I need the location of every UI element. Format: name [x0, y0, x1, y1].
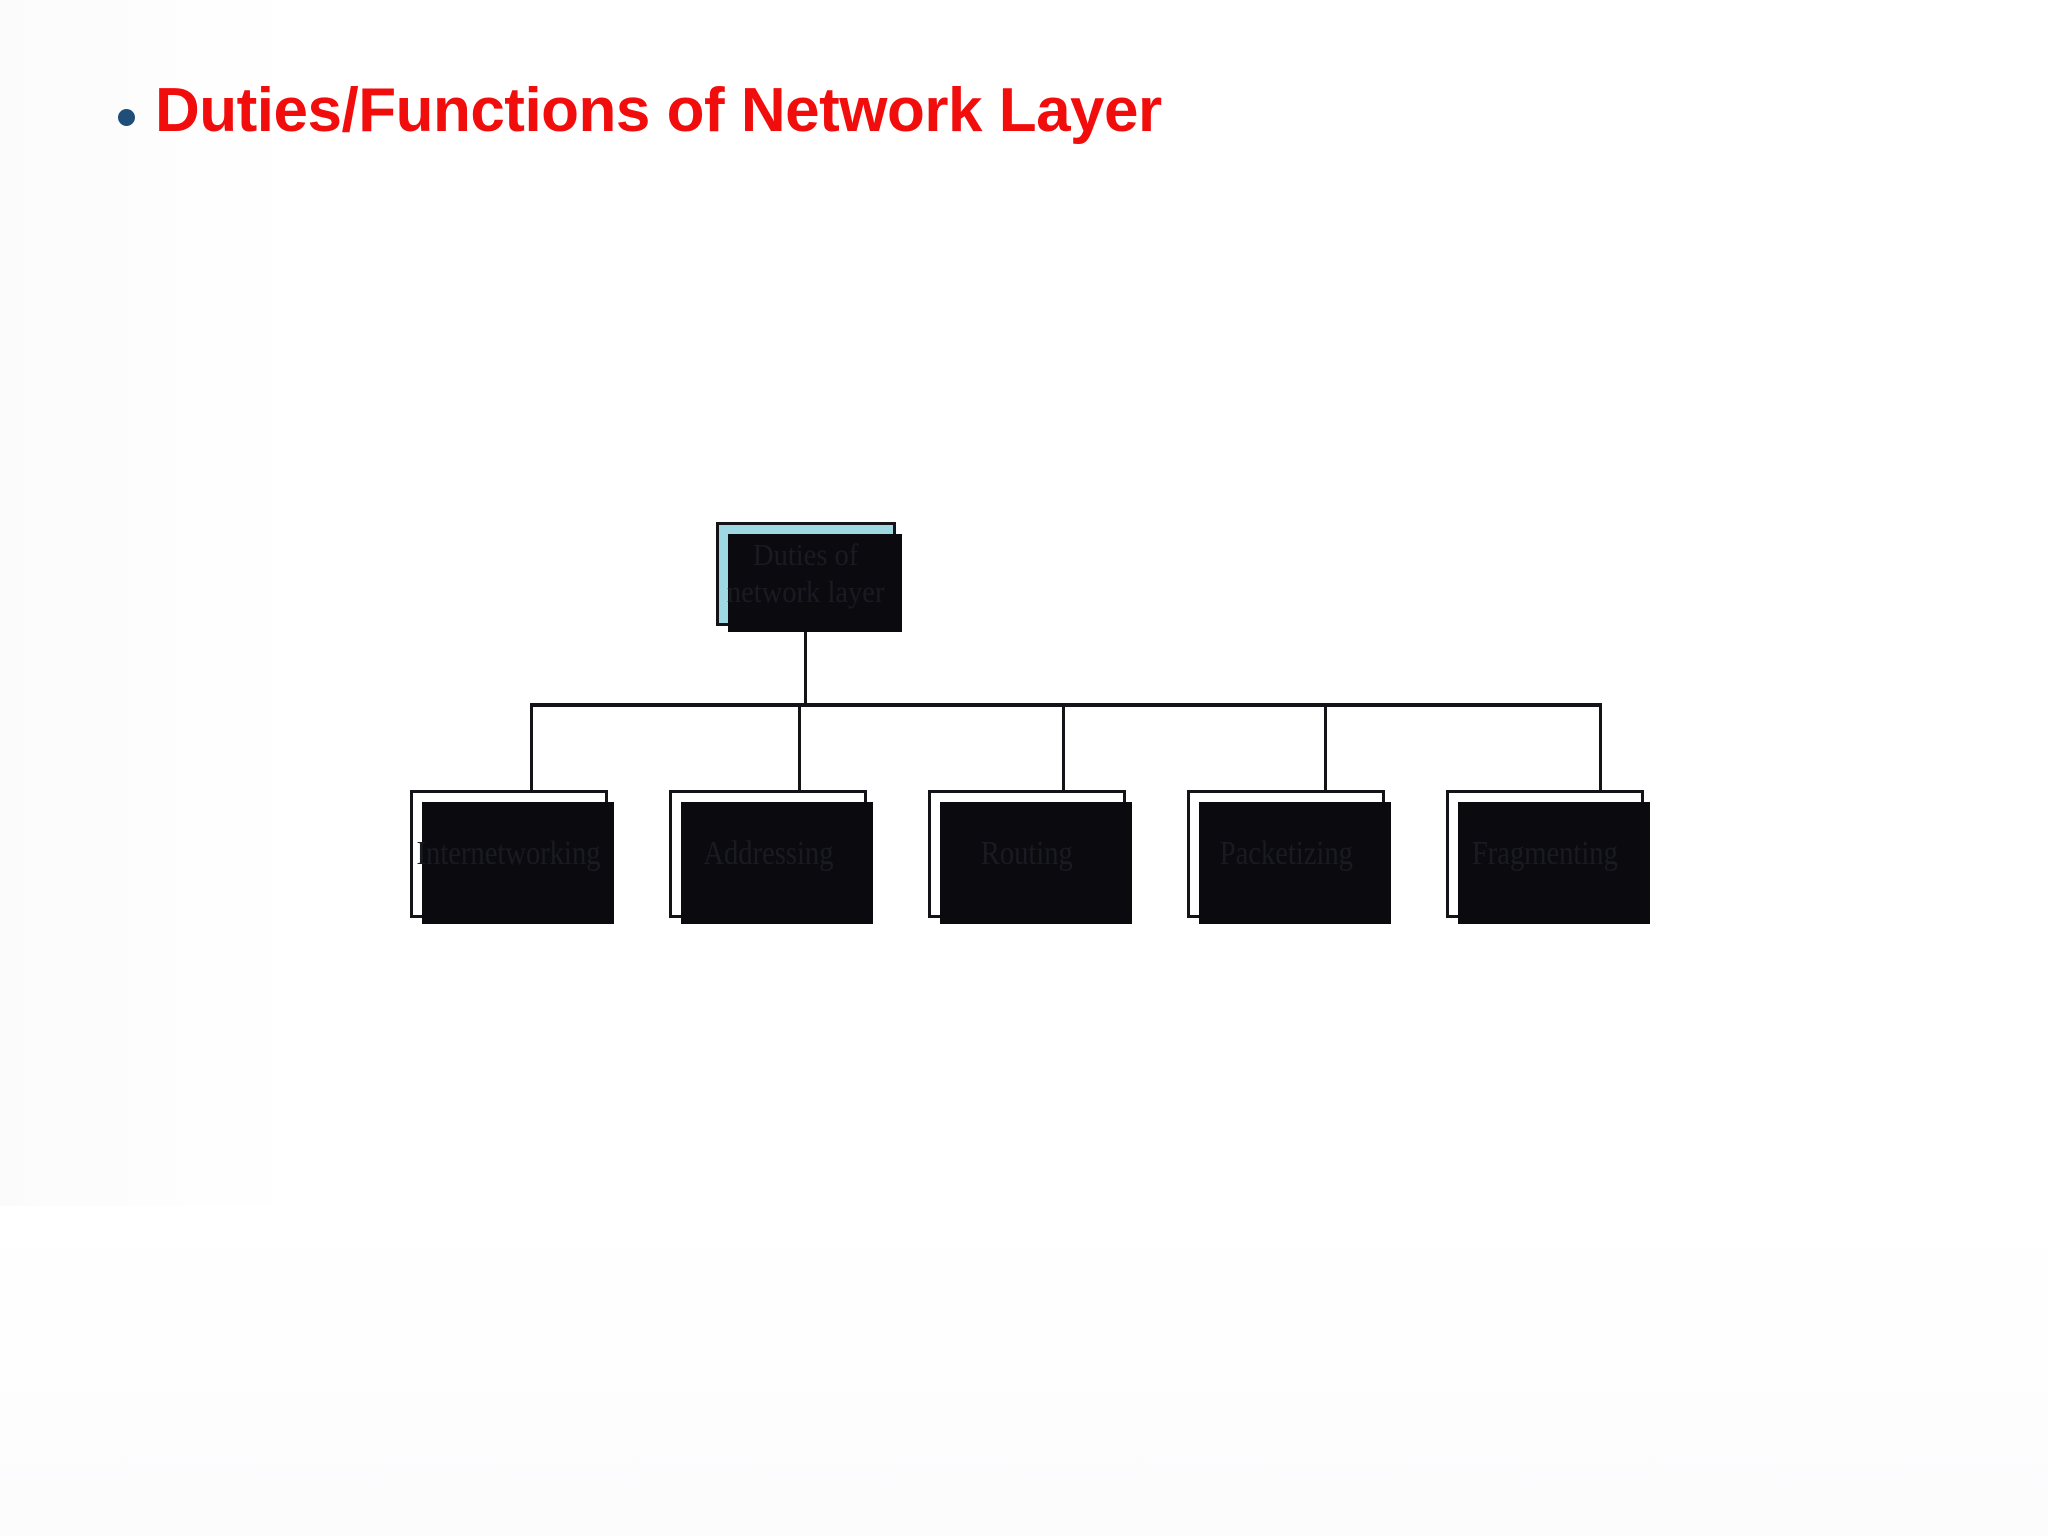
node-routing: Routing — [928, 790, 1132, 924]
node-fragmenting: Fragmenting — [1446, 790, 1650, 924]
node-label-addressing: Addressing — [702, 834, 834, 872]
node-label-internetworking: Internetworking — [417, 834, 602, 872]
connector-root-stem — [804, 626, 807, 705]
node-internetworking: Internetworking — [410, 790, 614, 924]
slide-title-row: Duties/Functions of Network Layer — [118, 78, 1162, 143]
connector-drop-addressing — [798, 705, 801, 791]
page-tint-bottom — [0, 1206, 2048, 1536]
node-packetizing: Packetizing — [1187, 790, 1391, 924]
node-label-routing: Routing — [980, 834, 1074, 872]
connector-horizontal-bus — [530, 703, 1602, 707]
connector-drop-packetizing — [1324, 705, 1327, 791]
node-label-fragmenting: Fragmenting — [1472, 834, 1618, 872]
node-addressing: Addressing — [669, 790, 873, 924]
connector-drop-routing — [1062, 705, 1065, 791]
page-title: Duties/Functions of Network Layer — [155, 76, 1162, 145]
page-tint-left — [0, 0, 300, 1536]
connector-drop-internetworking — [530, 705, 533, 791]
connector-drop-fragmenting — [1599, 705, 1602, 791]
node-label-packetizing: Packetizing — [1219, 834, 1353, 872]
bullet-icon — [118, 109, 135, 127]
